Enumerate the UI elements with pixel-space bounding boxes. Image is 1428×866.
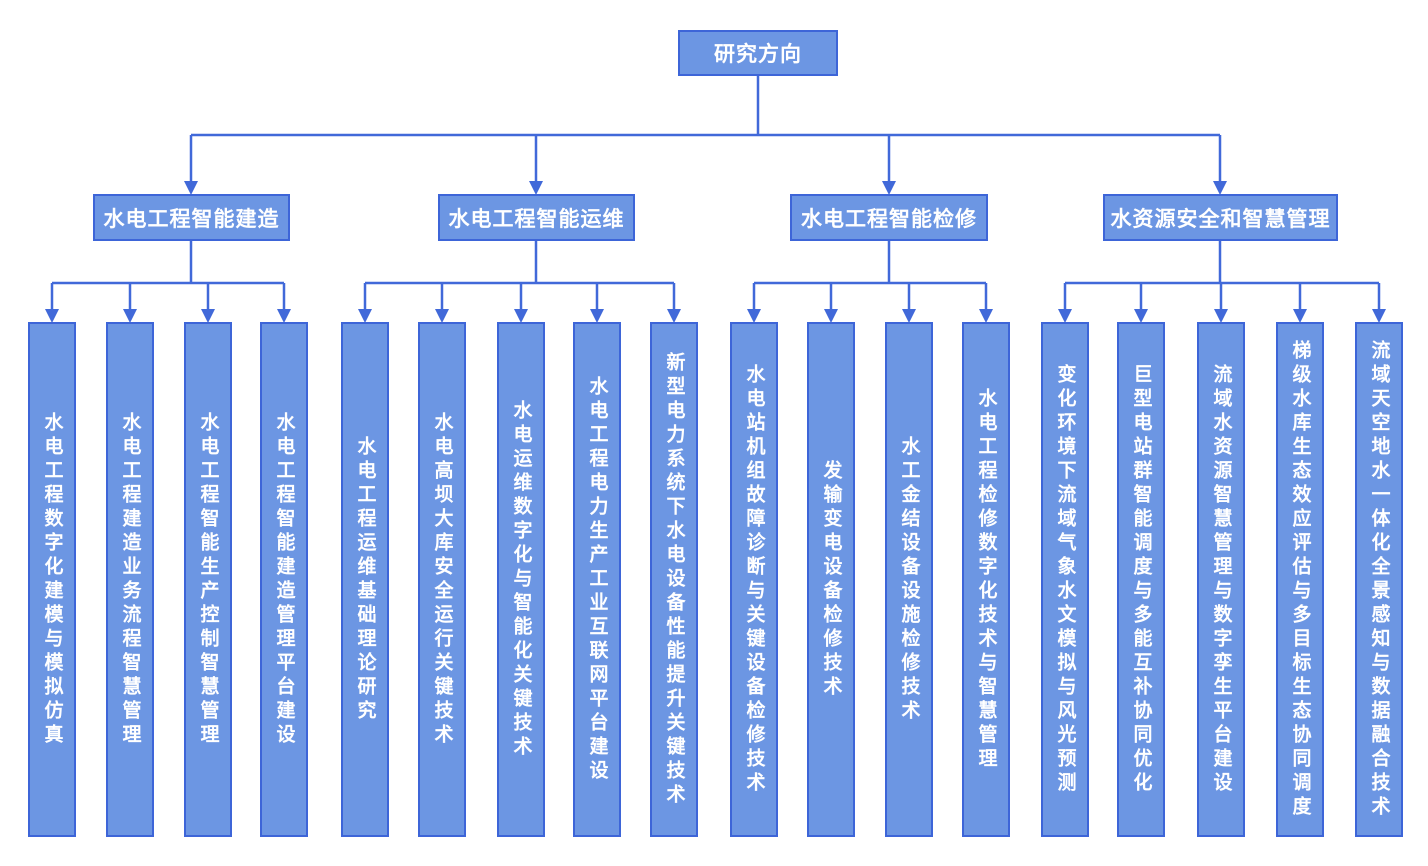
leaf-node: 流域水资源智慧管理与数字孪生平台建设 — [1197, 322, 1245, 837]
leaf-node: 新型电力系统下水电设备性能提升关键技术 — [650, 322, 698, 837]
leaf-node: 水电运维数字化与智能化关键技术 — [497, 322, 545, 837]
leaf-node: 水电工程建造业务流程智慧管理 — [106, 322, 154, 837]
branch-node-intelligent-operation-maintenance: 水电工程智能运维 — [438, 194, 635, 241]
root-node: 研究方向 — [678, 30, 838, 76]
branch-node-intelligent-construction: 水电工程智能建造 — [93, 194, 290, 241]
leaf-node: 水电工程电力生产工业互联网平台建设 — [573, 322, 621, 837]
leaf-node: 水电工程数字化建模与模拟仿真 — [28, 322, 76, 837]
leaf-node: 流域天空地水一体化全景感知与数据融合技术 — [1355, 322, 1403, 837]
leaf-node: 巨型电站群智能调度与多能互补协同优化 — [1117, 322, 1165, 837]
leaf-node: 水电站机组故障诊断与关键设备检修技术 — [730, 322, 778, 837]
leaf-node: 水电工程智能生产控制智慧管理 — [184, 322, 232, 837]
leaf-node: 水电工程智能建造管理平台建设 — [260, 322, 308, 837]
leaf-node: 变化环境下流域气象水文模拟与风光预测 — [1041, 322, 1089, 837]
leaf-node: 水电高坝大库安全运行关键技术 — [418, 322, 466, 837]
leaf-node: 梯级水库生态效应评估与多目标生态协同调度 — [1276, 322, 1324, 837]
connector-line-group — [50, 76, 1381, 310]
arrowhead-group — [45, 181, 1386, 323]
leaf-node: 水工金结设备设施检修技术 — [885, 322, 933, 837]
branch-node-intelligent-overhaul: 水电工程智能检修 — [790, 194, 988, 241]
branch-node-water-resources-management: 水资源安全和智慧管理 — [1103, 194, 1338, 241]
leaf-node: 水电工程运维基础理论研究 — [341, 322, 389, 837]
leaf-node: 发输变电设备检修技术 — [807, 322, 855, 837]
leaf-node: 水电工程检修数字化技术与智慧管理 — [962, 322, 1010, 837]
